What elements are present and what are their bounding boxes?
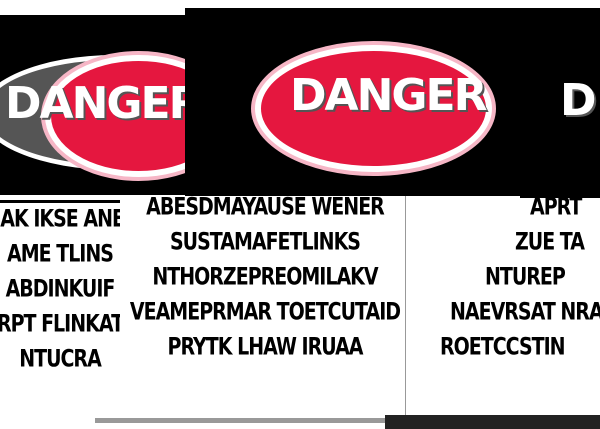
text-line: VEAMEPRMAR TOETCUTAID <box>129 298 401 326</box>
text-line: NTUREP <box>485 263 566 291</box>
text-line: NTHORZEPREOMILAKV <box>152 263 378 291</box>
right-sign-bottom-edge <box>385 415 600 429</box>
text-line: RPT FLINKAT <box>0 310 124 338</box>
text-line: MAK IKSE ANER <box>0 205 139 233</box>
text-line: AME TLINS <box>7 240 114 268</box>
middle-sign-text: ABESDMAYAUSE WENER SUSTAMAFETLINKS NTHOR… <box>120 193 410 361</box>
text-line: PRYTK LHAW IRUAA <box>167 333 364 361</box>
text-line: ZUE TA <box>515 228 585 256</box>
left-sign-rule <box>0 200 168 203</box>
right-sign-text: APRT ZUE TA NTUREP NAEVRSAT NRA ROETCCST… <box>440 193 600 361</box>
text-line: ROETCCSTIN <box>440 333 566 361</box>
left-sign-title: DANGER <box>5 78 202 129</box>
middle-sign-red-oval <box>255 45 492 172</box>
text-line: ABESDMAYAUSE WENER <box>146 193 385 221</box>
text-line: NTUCRA <box>19 345 102 373</box>
text-line: APRT <box>530 193 582 221</box>
middle-sign-body <box>120 196 406 421</box>
right-sign-header-band <box>520 8 600 198</box>
text-line: NAEVRSAT NRA <box>450 298 600 326</box>
left-sign-text: MAK IKSE ANER AME TLINS ABDINKUIF RPT FL… <box>0 205 139 373</box>
right-sign-title: D <box>560 75 597 126</box>
middle-sign-title: DANGER <box>290 70 487 121</box>
text-line: SUSTAMAFETLINKS <box>169 228 361 256</box>
middle-sign-bottom-edge <box>95 418 385 423</box>
text-line: ABDINKUIF <box>5 275 116 303</box>
